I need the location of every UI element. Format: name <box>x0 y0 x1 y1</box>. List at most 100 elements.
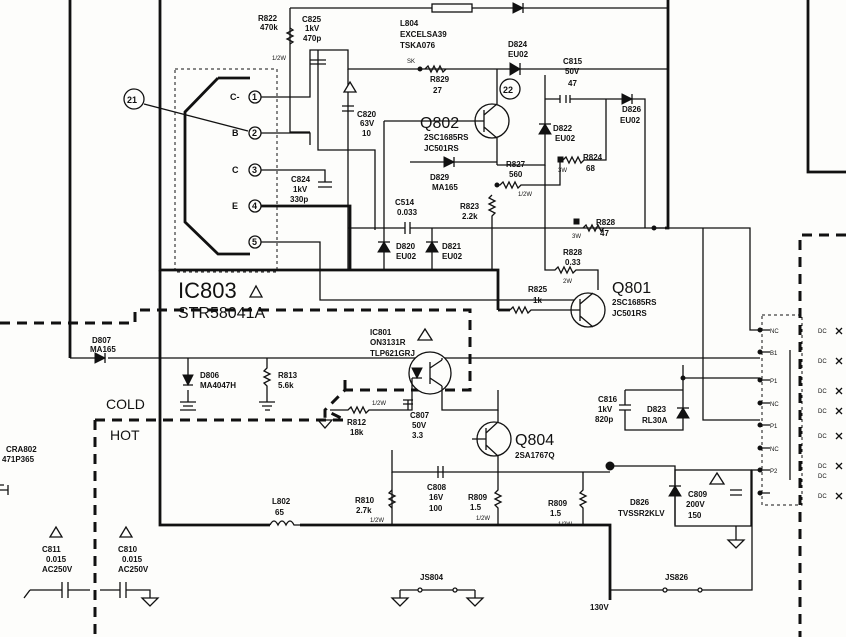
svg-text:AC250V: AC250V <box>118 565 149 574</box>
svg-text:NC: NC <box>770 402 779 408</box>
svg-text:EXCELSA39: EXCELSA39 <box>400 30 447 39</box>
svg-text:50V: 50V <box>412 421 427 430</box>
svg-text:63V: 63V <box>360 119 375 128</box>
svg-text:5.6k: 5.6k <box>278 381 294 390</box>
l804-inductor: L804 EXCELSA39 TSKA076 <box>400 3 473 50</box>
svg-text:50V: 50V <box>565 67 580 76</box>
q801-transistor: Q801 2SC1685RS JC501RS <box>570 280 657 328</box>
svg-text:68: 68 <box>586 164 595 173</box>
svg-text:3.3: 3.3 <box>412 431 424 440</box>
d806-diode: D806 MA4047H <box>180 358 236 407</box>
svg-text:IC801: IC801 <box>370 328 392 337</box>
c809-capacitor: C809 200V 150 <box>674 469 760 549</box>
svg-text:2SC1685RS: 2SC1685RS <box>612 298 657 307</box>
svg-text:JC501RS: JC501RS <box>612 309 647 318</box>
svg-text:JS826: JS826 <box>665 573 689 582</box>
svg-text:10: 10 <box>362 129 371 138</box>
d823-diode: D823 RL30A <box>642 405 690 425</box>
svg-text:DC: DC <box>818 434 827 440</box>
svg-text:Q801: Q801 <box>612 280 651 297</box>
svg-text:0.33: 0.33 <box>565 258 581 267</box>
svg-text:DC: DC <box>818 359 827 365</box>
svg-text:ON3131R: ON3131R <box>370 338 406 347</box>
svg-text:JC501RS: JC501RS <box>424 144 459 153</box>
svg-text:R809: R809 <box>548 499 568 508</box>
svg-text:820p: 820p <box>595 415 613 424</box>
cra802-block: CRA802 471P365 <box>0 445 37 495</box>
svg-text:P1: P1 <box>770 379 778 385</box>
r823-resistor: R823 2.2k <box>460 194 497 270</box>
js826-jumper: JS826 <box>610 470 753 593</box>
r812-resistor: R812 18k 1/2W <box>316 401 386 437</box>
svg-text:R812: R812 <box>347 418 367 427</box>
svg-text:330p: 330p <box>290 195 308 204</box>
svg-text:C-: C- <box>230 92 240 102</box>
svg-text:D807: D807 <box>92 336 112 345</box>
svg-text:D820: D820 <box>396 242 416 251</box>
c807-capacitor: C807 50V 3.3 <box>403 399 430 440</box>
r809b-resistor: R809 1.5 1/2W <box>548 472 588 528</box>
svg-text:AC250V: AC250V <box>42 565 73 574</box>
svg-text:1kV: 1kV <box>598 405 613 414</box>
svg-text:0.015: 0.015 <box>46 555 67 564</box>
svg-text:R824: R824 <box>583 153 603 162</box>
svg-text:L802: L802 <box>272 497 291 506</box>
r810-resistor: R810 2.7k 1/2W <box>355 489 397 524</box>
svg-text:MA4047H: MA4047H <box>200 381 236 390</box>
svg-text:MA165: MA165 <box>90 345 116 354</box>
svg-text:D824: D824 <box>508 40 528 49</box>
r829-resistor: SK R829 27 <box>407 59 450 95</box>
js804-jumper: JS804 <box>390 573 485 607</box>
svg-text:R810: R810 <box>355 496 375 505</box>
voltage-130v: 130V <box>590 603 609 612</box>
svg-text:EU02: EU02 <box>508 50 529 59</box>
svg-text:C807: C807 <box>410 411 430 420</box>
svg-text:0.015: 0.015 <box>122 555 143 564</box>
svg-text:C825: C825 <box>302 15 322 24</box>
svg-text:MA165: MA165 <box>432 183 458 192</box>
svg-text:R813: R813 <box>278 371 298 380</box>
c824-capacitor: C824 1kV 330p <box>290 175 332 204</box>
svg-text:C810: C810 <box>118 545 138 554</box>
ic803-pin-5: 5 <box>248 235 262 249</box>
svg-text:1kV: 1kV <box>305 24 320 33</box>
c825-capacitor: C825 1kV 470p <box>302 15 326 65</box>
svg-text:DC: DC <box>818 494 827 500</box>
svg-text:R823: R823 <box>460 202 480 211</box>
svg-text:TSKA076: TSKA076 <box>400 41 436 50</box>
svg-text:22: 22 <box>503 85 513 95</box>
ic803-part: STR58041A <box>178 305 265 322</box>
r827-resistor: R827 560 1/2W <box>494 160 561 198</box>
svg-text:NC: NC <box>770 329 779 335</box>
svg-text:C808: C808 <box>427 483 447 492</box>
svg-text:1/2W: 1/2W <box>370 518 384 524</box>
c810-capacitor: C810 0.015 AC250V <box>100 525 160 607</box>
ic803-pin-3: 3 C <box>232 163 262 177</box>
svg-text:EU02: EU02 <box>555 134 576 143</box>
callout-21-circle <box>123 88 145 110</box>
svg-text:D806: D806 <box>200 371 220 380</box>
svg-text:3W: 3W <box>558 168 567 174</box>
svg-text:2SA1767Q: 2SA1767Q <box>515 451 555 460</box>
callout-21-text: 21 <box>127 95 137 105</box>
svg-text:C514: C514 <box>395 198 415 207</box>
svg-text:C815: C815 <box>563 57 583 66</box>
svg-text:D822: D822 <box>553 124 573 133</box>
svg-text:47: 47 <box>568 79 577 88</box>
svg-text:2.7k: 2.7k <box>356 506 372 515</box>
c811-capacitor: C811 0.015 AC250V <box>23 525 90 599</box>
svg-text:B: B <box>232 128 239 138</box>
d826b-diode: D826 TVSSR2KLV <box>618 485 682 518</box>
svg-text:D826: D826 <box>622 105 642 114</box>
ic803-block: 1 C- 2 B 3 C 4 E 5 IC803 STR58041A 21 <box>123 68 278 322</box>
svg-text:1.5: 1.5 <box>550 509 562 518</box>
svg-text:R827: R827 <box>506 160 526 169</box>
d821-diode: D821 EU02 <box>425 228 463 270</box>
svg-text:1.5: 1.5 <box>470 503 482 512</box>
svg-text:16V: 16V <box>429 493 444 502</box>
d807-diode: D807 MA165 <box>90 336 116 364</box>
r825-resistor: R825 1k <box>509 285 570 315</box>
svg-text:SK: SK <box>407 59 415 65</box>
svg-text:C809: C809 <box>688 490 708 499</box>
